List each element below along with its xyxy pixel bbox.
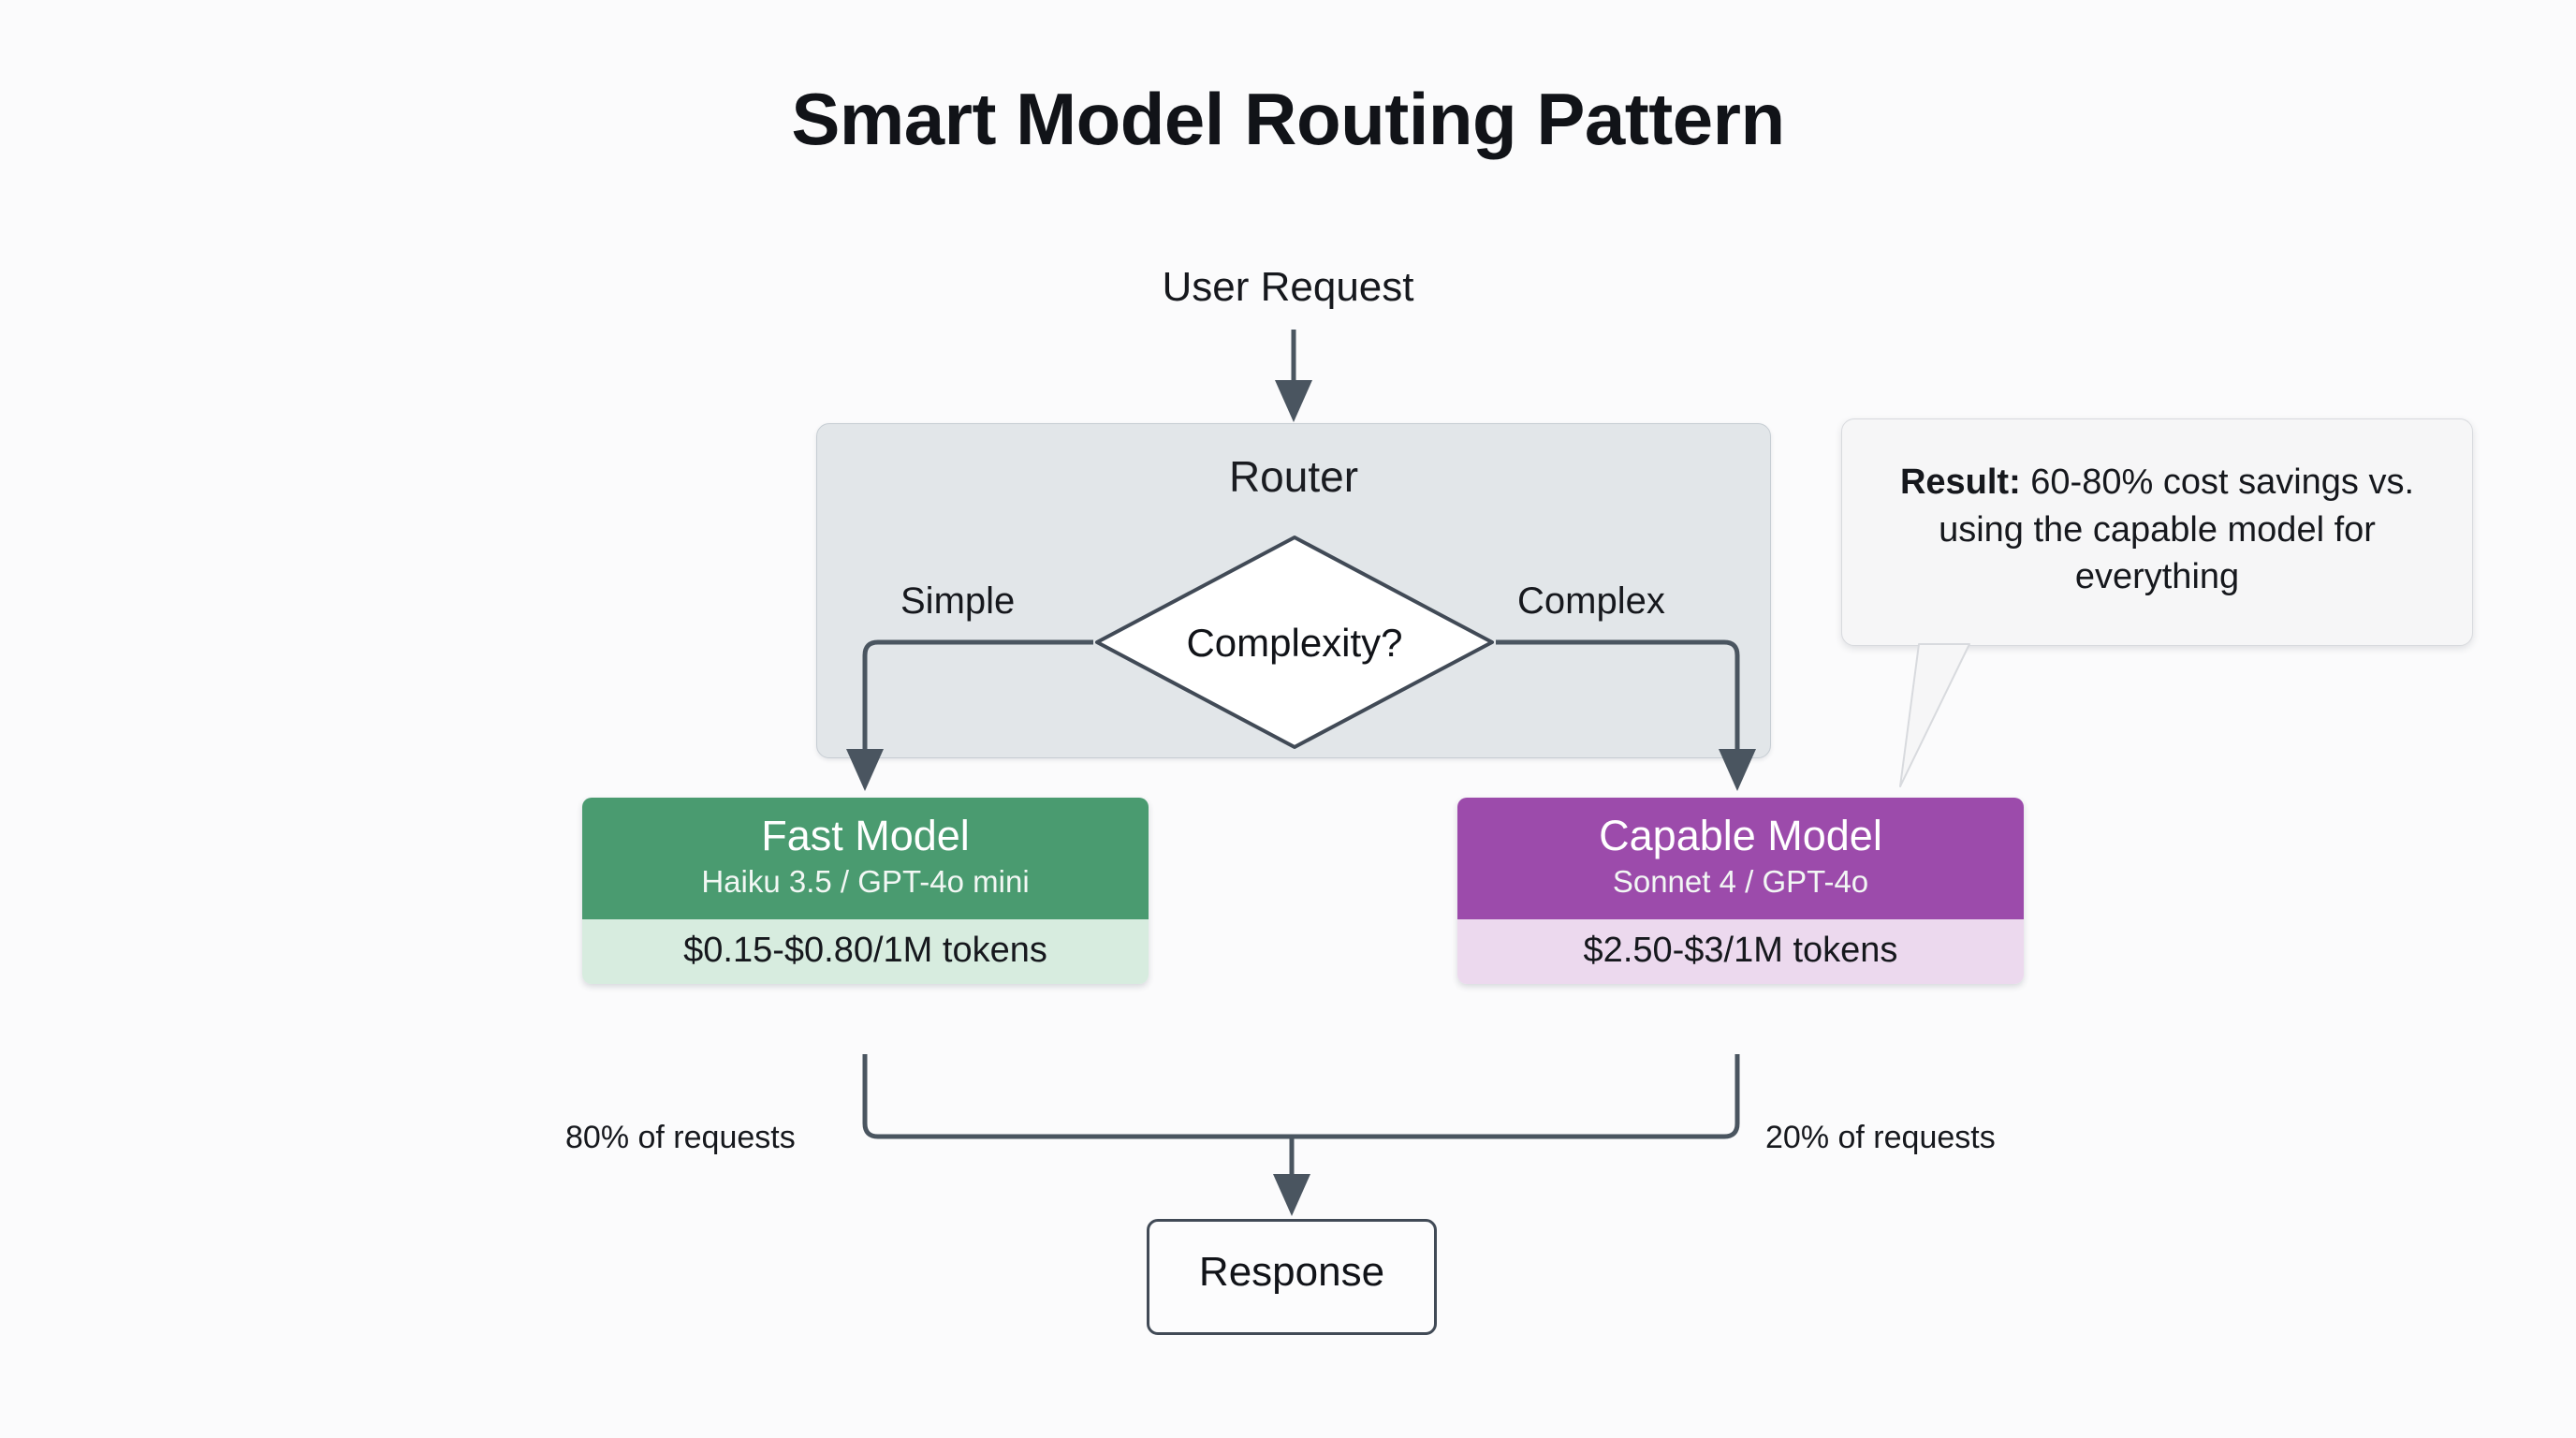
output-box [1147, 1219, 1437, 1335]
branch-label-simple: Simple [900, 580, 1016, 622]
decision-diamond [1093, 534, 1496, 751]
model-card-capable-subtitle: Sonnet 4 / GPT-4o [1612, 864, 1869, 900]
result-callout-body: 60-80% cost savings vs. using the capabl… [1939, 462, 2415, 597]
decision-label: Complexity? [1186, 621, 1403, 665]
connector-capable-to-response [1292, 1054, 1740, 1139]
model-card-fast-price: $0.15-$0.80/1M tokens [582, 918, 1149, 984]
share-label-fast: 80% of requests [565, 1120, 796, 1155]
model-card-fast[interactable]: Fast Model Haiku 3.5 / GPT-4o mini $0.15… [582, 798, 1149, 984]
page-title: Smart Model Routing Pattern [791, 78, 1785, 160]
output-label: Response [1198, 1249, 1385, 1295]
model-card-fast-subtitle: Haiku 3.5 / GPT-4o mini [701, 864, 1030, 900]
result-callout-lead: Result: [1899, 462, 2021, 502]
connector-fast-to-response [862, 1054, 1292, 1139]
share-label-capable: 20% of requests [1765, 1120, 1996, 1155]
router-label: Router [1228, 452, 1359, 501]
model-card-fast-title: Fast Model [761, 812, 970, 859]
callout-tail [1899, 643, 1970, 787]
model-card-capable-price: $2.50-$3/1M tokens [1457, 918, 2024, 984]
model-card-capable-title: Capable Model [1599, 812, 1882, 859]
result-callout [1841, 418, 2473, 646]
branch-label-complex: Complex [1517, 580, 1665, 622]
model-card-capable[interactable]: Capable Model Sonnet 4 / GPT-4o $2.50-$3… [1457, 798, 2024, 984]
model-card-fast-header: Fast Model Haiku 3.5 / GPT-4o mini [582, 798, 1149, 919]
input-label: User Request [1162, 264, 1414, 310]
model-card-capable-header: Capable Model Sonnet 4 / GPT-4o [1457, 798, 2024, 919]
result-callout-text: Result: 60-80% cost savings vs. using th… [1841, 459, 2473, 601]
